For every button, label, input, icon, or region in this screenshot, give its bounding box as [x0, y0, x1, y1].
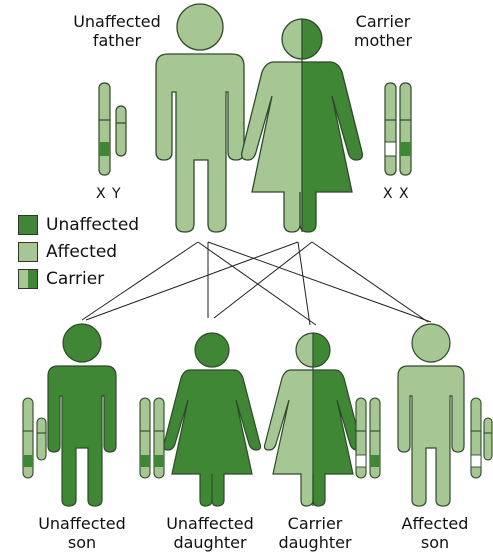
father-label-line1: Unaffected	[73, 12, 161, 31]
father-label-line2: father	[92, 31, 142, 50]
legend-item-carrier: Carrier	[18, 268, 104, 290]
inheritance-line	[81, 241, 199, 321]
child-unaffected-son	[47, 323, 117, 507]
inheritance-line	[213, 241, 313, 319]
child-label-line1: Affected	[401, 514, 469, 533]
inheritance-line	[85, 241, 299, 321]
inheritance-line	[197, 241, 317, 326]
child-label-unaffected-daughter: Unaffected daughter	[150, 514, 270, 552]
child-label-carrier-daughter: Carrier daughter	[260, 514, 370, 552]
child2-chromosomes	[139, 397, 165, 479]
inheritance-line	[207, 241, 432, 323]
child-label-line1: Unaffected	[38, 514, 126, 533]
legend-item-affected: Affected	[18, 241, 117, 263]
mother-figure	[240, 18, 364, 233]
legend-item-unaffected: Unaffected	[18, 214, 139, 236]
legend-label: Carrier	[46, 269, 105, 289]
mother-label: Carrier mother	[338, 12, 428, 50]
father-label: Unaffected father	[62, 12, 172, 50]
child4-chromosomes	[470, 397, 493, 479]
legend-label: Unaffected	[46, 215, 140, 235]
father-chromosome-label: X Y	[96, 186, 122, 202]
child-label-line2: son	[67, 533, 97, 552]
legend-swatch-light	[18, 242, 38, 262]
child-label-line2: daughter	[173, 533, 247, 552]
inheritance-lines	[81, 241, 432, 326]
father-chromosomes	[98, 82, 127, 176]
legend-swatch-dark	[18, 215, 38, 235]
child-label-line1: Carrier	[287, 514, 343, 533]
child-unaffected-daughter	[162, 332, 262, 507]
child-label-line2: son	[420, 533, 450, 552]
legend-swatch-half	[18, 269, 38, 289]
inheritance-line	[297, 241, 311, 326]
child1-chromosomes	[22, 397, 47, 479]
child-label-line2: daughter	[278, 533, 352, 552]
child3-chromosomes	[355, 397, 381, 479]
legend-label: Affected	[46, 242, 118, 262]
child-affected-son	[397, 323, 465, 507]
child-label-affected-son: Affected son	[385, 514, 485, 552]
child-carrier-daughter	[263, 332, 363, 507]
mother-label-line1: Carrier	[355, 12, 411, 31]
inheritance-line	[311, 241, 429, 323]
father-figure	[155, 3, 245, 233]
mother-label-line2: mother	[353, 31, 413, 50]
child-label-line1: Unaffected	[166, 514, 254, 533]
child-label-unaffected-son: Unaffected son	[22, 514, 142, 552]
mother-chromosomes	[384, 82, 412, 176]
mother-chromosome-label: X X	[383, 186, 410, 202]
